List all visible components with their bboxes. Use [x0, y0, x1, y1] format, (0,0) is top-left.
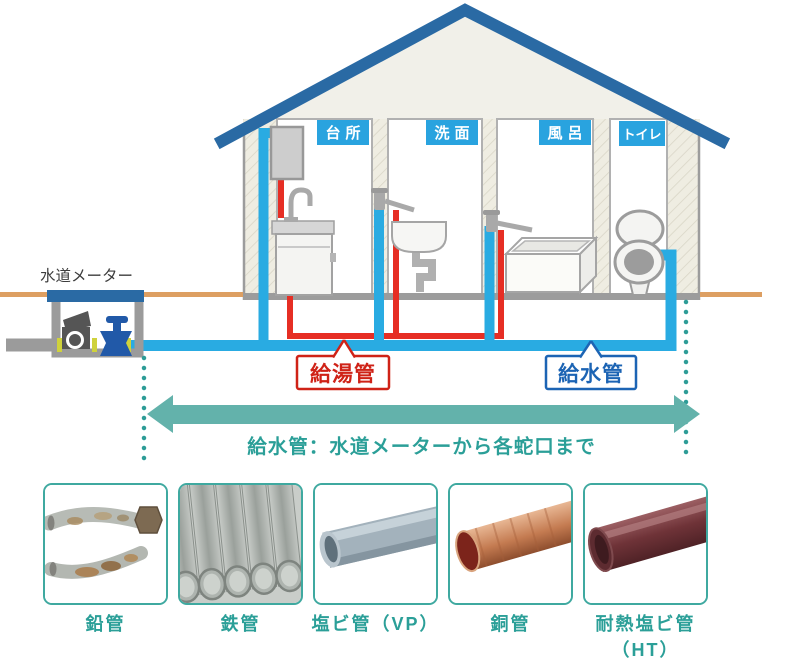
kitchen-faucet-icon [288, 187, 313, 221]
valve-handle [106, 316, 128, 323]
lead-pipe-photo [45, 485, 166, 603]
bath-faucet-lever [483, 210, 500, 215]
extent-arrow [147, 395, 700, 433]
cabinet-handle [330, 253, 336, 262]
pipe-card-pvc [313, 483, 438, 605]
pipe-label-heat-resistant-pvc: 耐熱塩ビ管（HT） [595, 614, 696, 660]
meter-box-lid [47, 290, 144, 302]
water-meter-label: 水道メーター [40, 268, 134, 285]
water-meter-assembly [6, 290, 144, 358]
washroom-faucet-body [374, 192, 385, 210]
cold-pipe-callout-label: 給水管 [558, 362, 624, 386]
pipe-label-copper: 銅管 [490, 614, 531, 634]
room-label-bath: 風呂 [539, 120, 591, 145]
pipe-card-copper [448, 483, 573, 605]
bath-faucet-body [486, 214, 497, 232]
kitchen-faucet-base [284, 217, 298, 222]
bath-fixtures [483, 210, 599, 295]
ground-right [700, 292, 762, 297]
toilet-seat [624, 249, 654, 275]
washroom-fixtures [371, 188, 447, 292]
cold-pipe-callout-box [544, 340, 638, 391]
meter-coupling-3 [126, 338, 131, 352]
washroom-faucet-spout [384, 198, 415, 213]
toilet-fixtures [613, 209, 665, 296]
pipe-label-lead: 鉛管 [85, 614, 126, 634]
room-label-kitchen: 台所 [317, 120, 369, 145]
heat-resistant-pvc-pipe-photo [585, 485, 706, 603]
hot-pipe-callout-label: 給湯管 [310, 362, 376, 386]
meter-device-head [63, 311, 91, 331]
pipe-label-iron: 鉄管 [220, 614, 261, 634]
bathtub-front [505, 253, 581, 293]
washroom-faucet-lever [371, 188, 388, 193]
pipe-card-lead [43, 483, 168, 605]
room-label-washroom: 洗面 [426, 120, 478, 145]
pvc-pipe-photo [315, 485, 436, 603]
copper-pipe-photo [450, 485, 571, 603]
water-heater [269, 125, 305, 181]
iron-pipe-photo [180, 485, 301, 603]
valve-stem [113, 322, 121, 332]
arrow-caption: 給水管：水道メーターから各蛇口まで [247, 436, 596, 458]
washbasin-trap [412, 252, 436, 292]
house-plumbing-diagram [0, 3, 762, 465]
extent-dotted-lines [141, 299, 689, 465]
pipe-card-heat-resistant-pvc [583, 483, 708, 605]
kitchen-fixtures [269, 125, 336, 296]
house-floor [243, 293, 700, 300]
meter-dial [66, 331, 84, 349]
pipe-card-iron [178, 483, 303, 605]
meter-box [51, 302, 144, 358]
pipe-label-pvc: 塩ビ管（VP） [311, 614, 440, 634]
bath-faucet-spout [496, 220, 533, 233]
meter-coupling-2 [92, 338, 97, 352]
meter-coupling-1 [57, 338, 62, 352]
kitchen-counter [271, 220, 335, 235]
roof [213, 3, 731, 150]
bathtub-rim [510, 240, 592, 252]
washbasin [391, 221, 447, 253]
room-label-toilet: トイレ [619, 121, 665, 146]
gable [232, 15, 712, 133]
meter-device-body [62, 327, 90, 349]
kitchen-cabinet [275, 233, 333, 296]
hot-pipe-callout-box [295, 339, 391, 391]
valve-body [100, 331, 132, 356]
